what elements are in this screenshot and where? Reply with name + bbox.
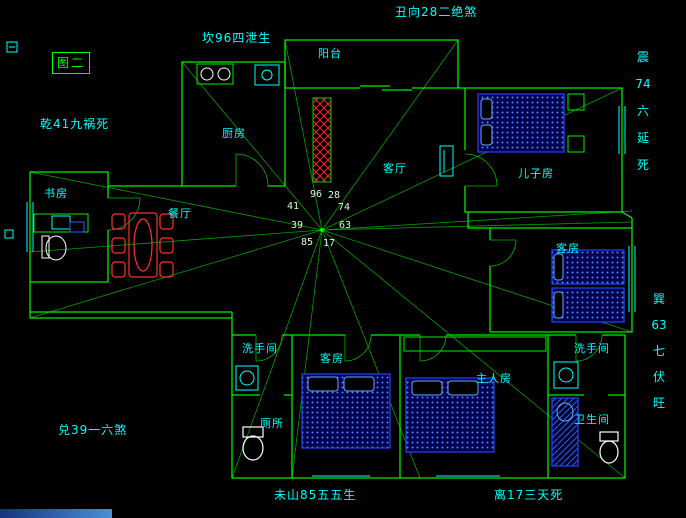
- toilet-fixture: [242, 426, 264, 461]
- room-label-balcony: 阳台: [318, 47, 342, 60]
- washbasin-right: [553, 361, 579, 389]
- sector-lines: [29, 39, 633, 479]
- room-label-living-room: 客厅: [383, 162, 407, 175]
- taskbar-fragment: [0, 509, 112, 518]
- star-number-n: 96: [310, 189, 323, 200]
- annotation-southeast: 巽 63 七 伏 旺: [651, 292, 667, 410]
- star-number-w: 39: [291, 220, 304, 231]
- center-point: [320, 228, 324, 232]
- room-label-toilet: 厕所: [260, 417, 284, 430]
- son-bed: [477, 93, 585, 153]
- room-label-washroom-left: 洗手间: [242, 342, 278, 355]
- guest-bottom-bed: [301, 373, 391, 449]
- washbasin-left: [235, 365, 259, 391]
- star-number-s: 17: [323, 238, 336, 249]
- kitchen-sink: [254, 64, 280, 86]
- room-label-son-room: 儿子房: [518, 167, 554, 180]
- annotation-east: 震 74 六 延 死: [635, 50, 651, 172]
- annotation-west: 兑39一六煞: [58, 423, 128, 437]
- room-label-guest-room-right: 客房: [556, 242, 580, 255]
- study-chair: [41, 235, 67, 261]
- room-label-master-room: 主人房: [476, 372, 512, 385]
- left-edge-glyph: [4, 41, 18, 239]
- tv-cabinet: [312, 97, 332, 183]
- master-closet: [403, 336, 547, 352]
- star-number-nw: 41: [287, 201, 300, 212]
- toilet-bathroom: [599, 431, 619, 464]
- star-number-e: 63: [339, 220, 352, 231]
- master-bed: [405, 377, 495, 453]
- room-label-study: 书房: [44, 187, 68, 200]
- room-label-bathroom: 卫生间: [574, 413, 610, 426]
- star-number-sw: 85: [301, 237, 314, 248]
- annotation-south: 离17三天死: [494, 488, 564, 502]
- room-label-dining-room: 餐厅: [168, 207, 192, 220]
- room-label-kitchen: 厨房: [222, 127, 246, 140]
- study-desk: [33, 213, 89, 233]
- dining-table-set: [111, 212, 174, 278]
- room-label-washroom-right: 洗手间: [574, 342, 610, 355]
- guest-right-beds: [551, 249, 625, 323]
- figure-title: 图二: [52, 52, 90, 74]
- star-number-ne: 74: [338, 202, 351, 213]
- door-arcs: [107, 153, 603, 362]
- tv: [439, 145, 454, 177]
- annotation-northwest: 乾41九祸死: [40, 117, 110, 131]
- window-marks: [26, 106, 636, 477]
- annotation-northeast: 丑向28二绝煞: [395, 5, 478, 19]
- bathtub: [551, 397, 579, 467]
- walls: [29, 39, 633, 479]
- kitchen-stove: [196, 63, 234, 85]
- annotation-north: 坎96四泄生: [202, 31, 272, 45]
- star-number-nne: 28: [328, 190, 341, 201]
- annotation-southwest: 未山85五五生: [274, 488, 357, 502]
- room-label-guest-room-bottom: 客房: [320, 352, 344, 365]
